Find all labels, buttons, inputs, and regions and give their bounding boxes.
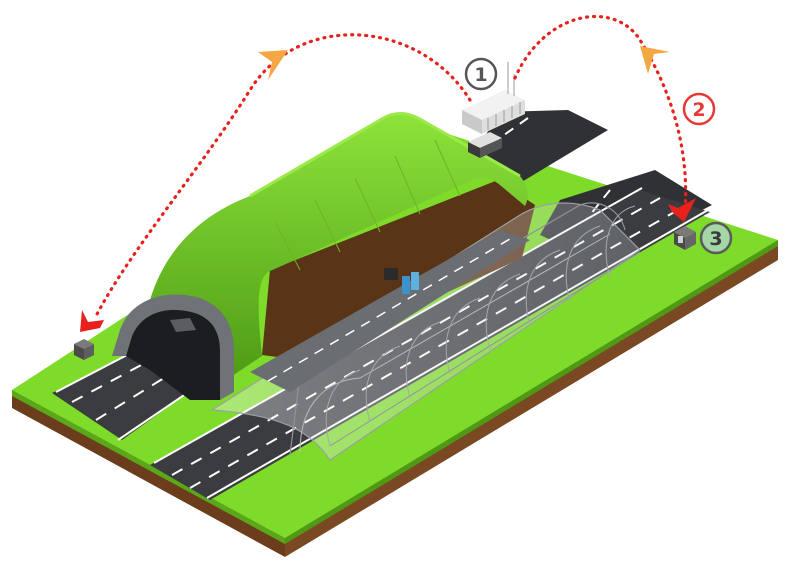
chevron-arrow-icon xyxy=(258,50,288,80)
hill-ridge xyxy=(249,112,521,198)
badge-1: 1 xyxy=(464,57,498,91)
chevron-arrow-icon xyxy=(640,46,670,74)
camera-box-icon xyxy=(74,339,94,360)
badge-3: 3 xyxy=(699,221,733,255)
truck-icon xyxy=(468,132,502,158)
gallery-ribs xyxy=(325,205,636,447)
tunnel-portal xyxy=(112,294,234,400)
badge-2: 2 xyxy=(682,92,716,126)
control-building-icon xyxy=(462,62,525,134)
dotted-arrow-right xyxy=(513,15,688,212)
badge-2-label: 2 xyxy=(692,99,705,121)
red-arrowhead-icon xyxy=(80,310,104,332)
inner-equipment xyxy=(384,268,419,294)
badge-1-label: 1 xyxy=(474,64,487,86)
grass-edge-right xyxy=(285,240,778,544)
badge-3-label: 3 xyxy=(709,228,722,250)
hill-body xyxy=(150,113,528,377)
dotted-arrow-left xyxy=(93,33,472,320)
red-arrowhead-icon xyxy=(668,198,696,222)
tunnel-hill xyxy=(150,112,528,377)
grass-edge-left xyxy=(12,390,285,544)
inner-road xyxy=(250,230,530,392)
hill-glass-ribs xyxy=(274,139,461,271)
emergency-cabinet-icon xyxy=(674,226,696,250)
trench-soil xyxy=(262,180,535,360)
